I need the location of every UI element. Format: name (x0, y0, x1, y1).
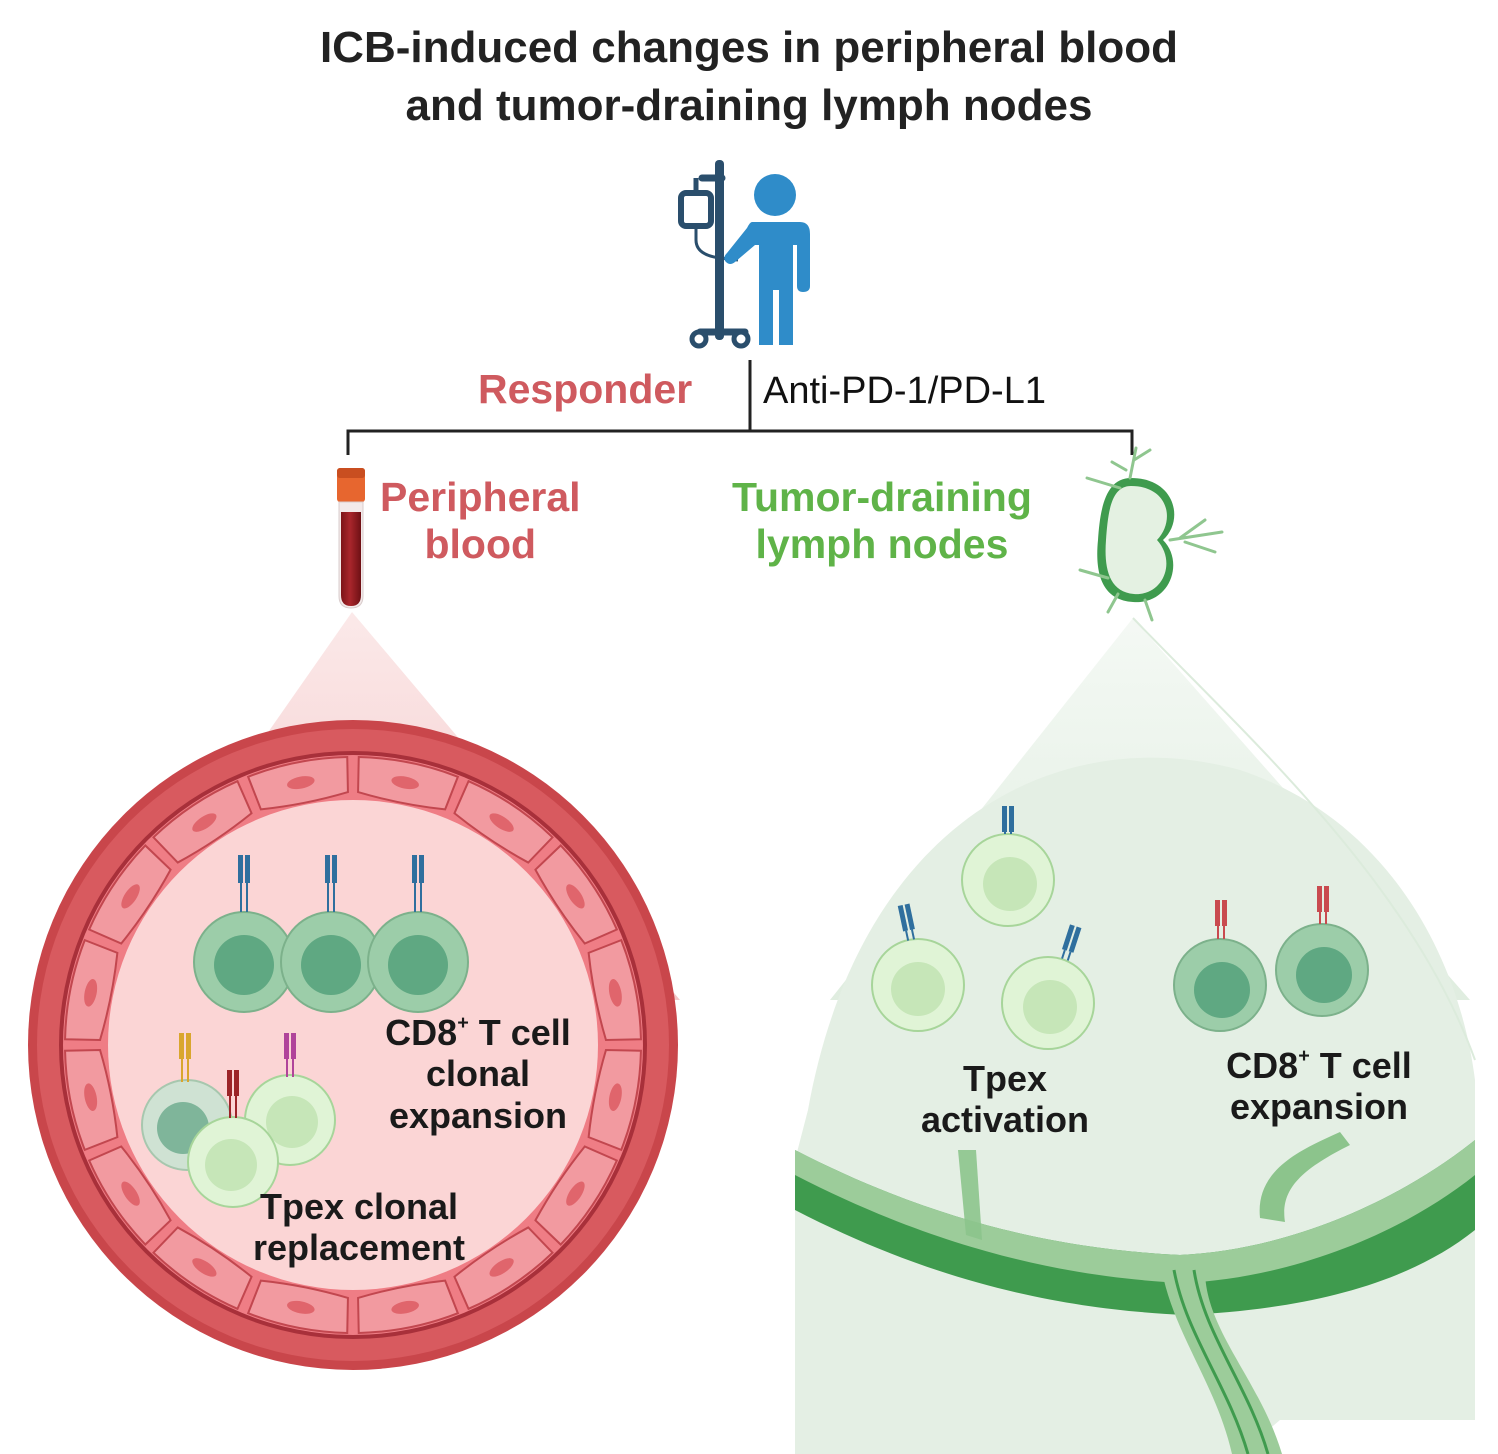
tcr-receptor (227, 1070, 239, 1118)
iv-bag (678, 190, 714, 229)
lymph-cd8-text: CD8 (1226, 1045, 1299, 1086)
blood-tpex-line1: Tpex clonal (259, 1186, 459, 1227)
endothelial-nucleus (391, 776, 419, 790)
tcr-receptor (1215, 900, 1227, 939)
lymph-tpex-line1: Tpex (962, 1058, 1048, 1099)
endothelial-nucleus (287, 776, 315, 790)
endothelial-nucleus (608, 979, 622, 1007)
peripheral-blood-line2: blood (424, 521, 537, 568)
figure-title-line2: and tumor-draining lymph nodes (405, 81, 1093, 130)
peripheral-blood-label: Peripheral blood (380, 474, 581, 568)
lymph-cd8-sup: + (1298, 1045, 1310, 1068)
endothelial-nucleus (121, 1181, 140, 1206)
blood-cd8-line2: clonal (425, 1053, 531, 1095)
blood-cd8-cells (193, 855, 469, 1013)
tcr-receptor (238, 855, 250, 912)
lymph-tpex-line2: activation (920, 1099, 1090, 1141)
cd8-cell (1173, 938, 1267, 1032)
lymph-node-line2: lymph nodes (755, 521, 1009, 568)
tcr-receptor (412, 855, 424, 912)
endothelial-nucleus (391, 1300, 419, 1314)
tcr-receptor (897, 903, 916, 941)
treatment-bracket (346, 360, 1134, 455)
tcr-receptor (284, 1033, 296, 1077)
cd8-cell (1275, 923, 1369, 1017)
tpex-cell (961, 833, 1055, 927)
treatment-label: Anti-PD-1/PD-L1 (763, 370, 1046, 412)
blood-tpex-label: Tpex clonal replacement (228, 1186, 490, 1269)
lymph-cd8-label: CD8+ T cell expansion (1208, 1045, 1430, 1128)
endothelial-nucleus (608, 1083, 622, 1111)
tpex-cell (187, 1116, 279, 1208)
cd8-cell (280, 911, 382, 1013)
lymph-tpex-cells (871, 806, 1095, 1050)
blood-cd8-sup: + (457, 1012, 469, 1035)
endothelial-nucleus (566, 1181, 585, 1206)
blood-tpex-cells (141, 1033, 336, 1208)
tcr-receptor (325, 855, 337, 912)
endothelial-nucleus (566, 884, 585, 909)
peripheral-blood-line1: Peripheral (380, 474, 581, 520)
blood-cd8-rest: T cell (468, 1012, 571, 1053)
lymph-node-label: Tumor-draining lymph nodes (732, 474, 1032, 568)
endothelial-nucleus (84, 1083, 98, 1111)
tcr-receptor (1002, 806, 1014, 834)
responder-label: Responder (478, 366, 693, 412)
figure-title-line1: ICB-induced changes in peripheral blood (319, 23, 1179, 72)
lymph-cd8-rest: T cell (1309, 1045, 1412, 1086)
tcr-receptor (1061, 924, 1082, 961)
blood-cd8-text: CD8 (385, 1012, 458, 1053)
endothelial-nucleus (121, 884, 140, 909)
blood-tpex-line2: replacement (252, 1227, 466, 1269)
lymph-cd8-line2: expansion (1229, 1086, 1409, 1128)
cd8-cell (193, 911, 295, 1013)
endothelial-nucleus (84, 979, 98, 1007)
blood-cd8-line3: expansion (388, 1094, 568, 1136)
patient-figure (724, 174, 810, 345)
patient-iv-icon (678, 160, 810, 349)
tpex-cell (871, 938, 965, 1032)
lymph-cd8-cells (1173, 886, 1369, 1032)
lymph-tpex-label: Tpex activation (900, 1058, 1110, 1141)
tcr-receptor (1317, 886, 1329, 924)
endothelial-nucleus (489, 813, 514, 832)
cd8-cell (367, 911, 469, 1013)
lymph-node-icon (1078, 446, 1224, 622)
tpex-cell (1001, 956, 1095, 1050)
iv-pole (715, 160, 724, 340)
blood-cd8-label: CD8+ T cell clonal expansion (368, 1012, 588, 1136)
blood-tube-icon (337, 468, 365, 609)
endothelial-nucleus (489, 1258, 514, 1277)
endothelial-nucleus (192, 1258, 217, 1277)
endothelial-nucleus (287, 1300, 315, 1314)
lymph-node-line1: Tumor-draining (732, 474, 1032, 520)
tcr-receptor (179, 1033, 191, 1082)
endothelial-nucleus (192, 813, 217, 832)
